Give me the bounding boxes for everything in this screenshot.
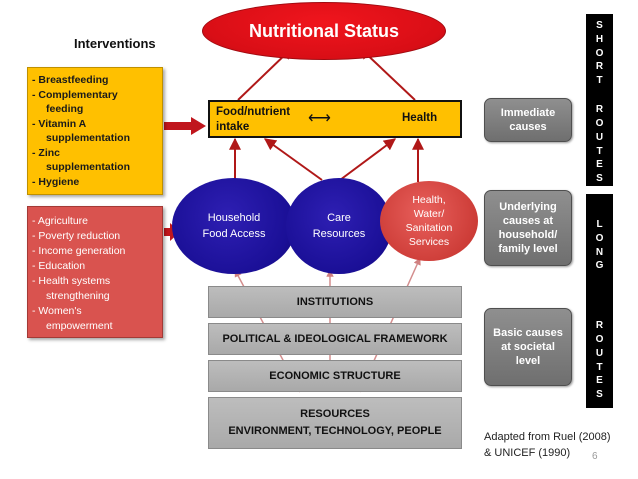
intervention-item: supplementation — [46, 161, 131, 173]
arrow-yellow-to-food — [164, 117, 206, 135]
intervention-item: - Health systems — [32, 275, 111, 287]
intervention-item: - Education — [32, 260, 86, 272]
source-caption: Adapted from Ruel (2008) & UNICEF (1990) — [484, 431, 611, 459]
intervention-item: - Breastfeeding — [32, 74, 109, 86]
intervention-item: - Zinc — [32, 146, 60, 159]
institutions-bar: INSTITUTIONS — [208, 286, 462, 318]
intervention-item: empowerment — [46, 320, 113, 332]
intervention-item: supplementation — [46, 132, 131, 144]
direct-interventions-box: - Breastfeeding - Complementary feeding … — [27, 67, 163, 195]
food-intake-label: Food/nutrient intake — [216, 106, 291, 133]
intervention-item: - Income generation — [32, 245, 126, 257]
intervention-item: - Agriculture — [32, 215, 89, 227]
interventions-heading: Interventions — [74, 36, 156, 51]
intervention-item: feeding — [46, 103, 84, 115]
economic-structure-bar: ECONOMIC STRUCTURE — [208, 360, 462, 392]
short-routes-bar: S H O R T R O U T E S — [586, 14, 613, 186]
long-routes-bar: L O N G R O U T E S — [586, 194, 613, 408]
arrow-care-to-food — [264, 138, 323, 181]
political-framework-bar: POLITICAL & IDEOLOGICAL FRAMEWORK — [208, 323, 462, 355]
nutritional-status-title: Nutritional Status — [202, 2, 446, 60]
indirect-interventions-box: - Agriculture - Poverty reduction - Inco… — [27, 206, 163, 338]
basic-causes-label: Basic causes at societal level — [484, 308, 572, 386]
page-number: 6 — [592, 451, 598, 462]
health-label: Health — [402, 112, 438, 124]
intervention-item: strengthening — [46, 290, 110, 302]
resources-bar: RESOURCES ENVIRONMENT, TECHNOLOGY, PEOPL… — [208, 397, 462, 449]
arrow-care-to-health — [339, 138, 396, 181]
underlying-causes-label: Underlying causes at household/ family l… — [484, 190, 572, 266]
intervention-item: - Poverty reduction — [32, 230, 121, 242]
intervention-item: - Hygiene — [32, 175, 80, 188]
intervention-item: - Vitamin A — [32, 117, 87, 130]
intervention-item: - Complementary — [32, 88, 118, 101]
intervention-item: - Women's — [32, 305, 82, 317]
health-services-circle: Health, Water/ Sanitation Services — [380, 181, 478, 261]
immediate-causes-box: Food/nutrient intake ⟷ Health — [208, 100, 462, 138]
bidirectional-arrow-icon: ⟷ — [308, 110, 331, 127]
